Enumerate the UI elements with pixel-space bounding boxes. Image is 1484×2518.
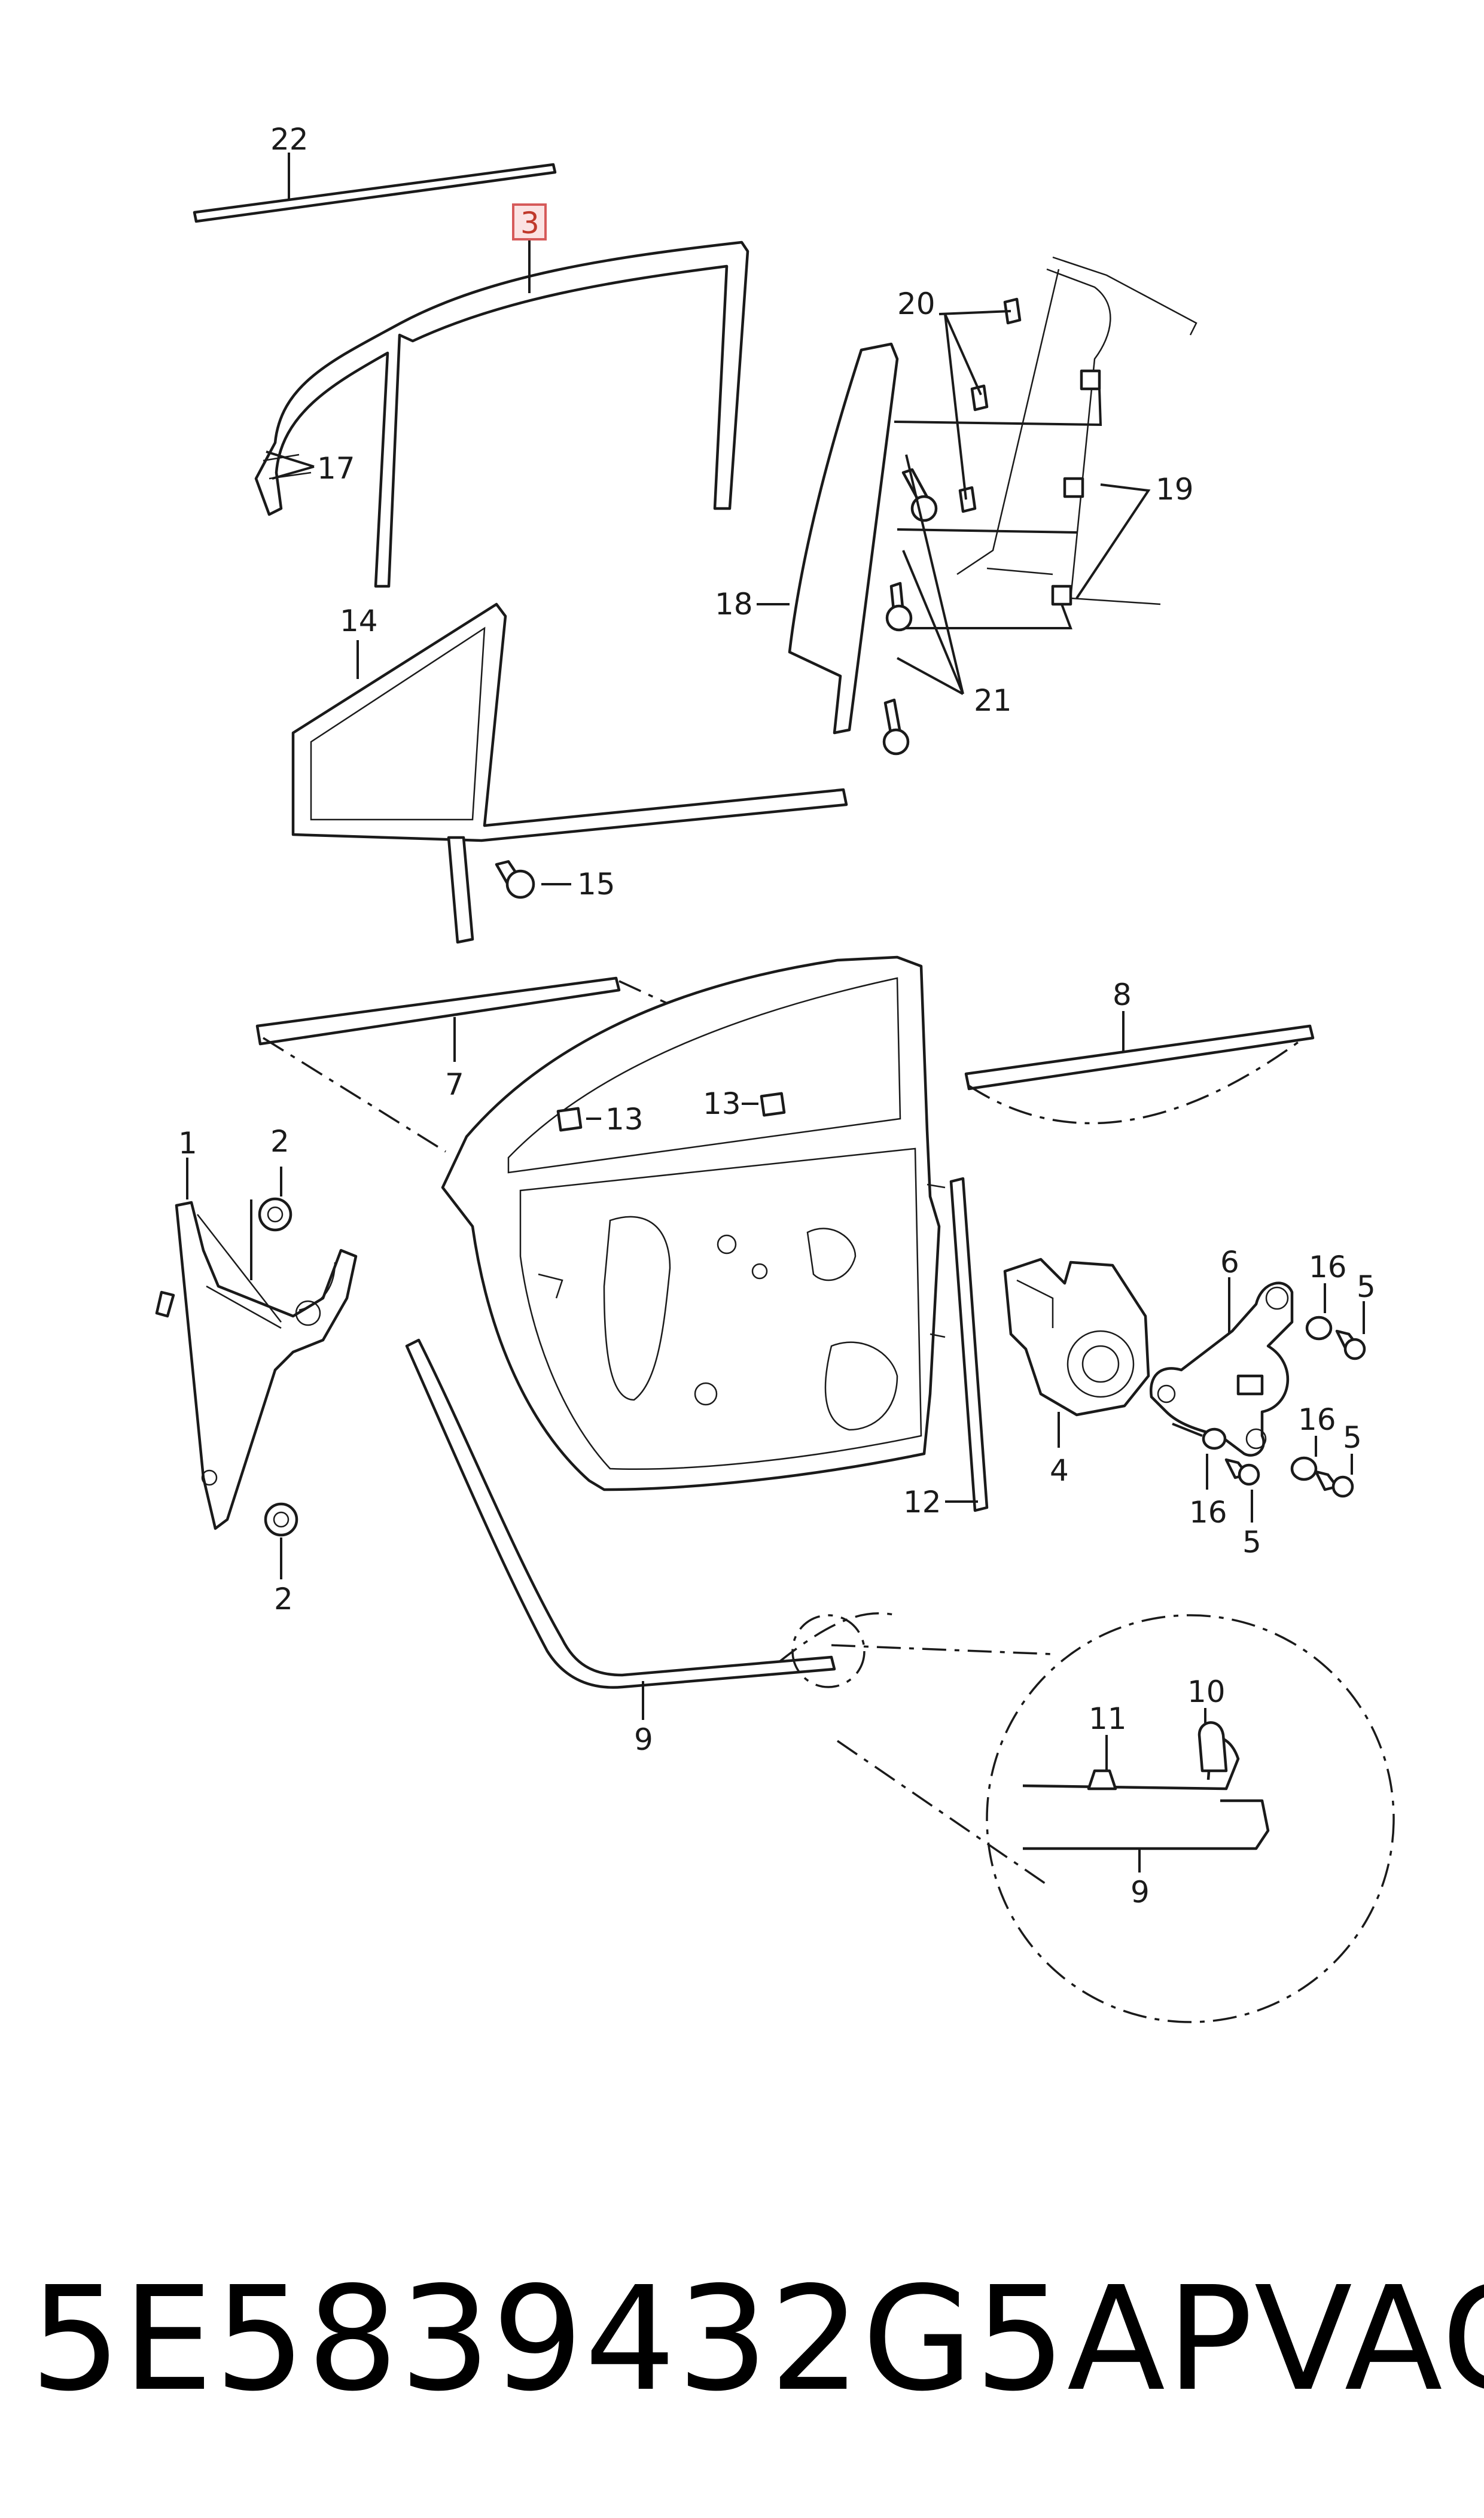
part-4-motor xyxy=(1003,1258,1150,1448)
callout-12: 12 xyxy=(903,1485,941,1520)
callout-19: 19 xyxy=(1156,472,1194,507)
callout-13-left: 13 xyxy=(605,1102,644,1137)
callout-13-right: 13 xyxy=(703,1086,741,1121)
callout-17: 17 xyxy=(317,451,355,486)
callout-21: 21 xyxy=(974,683,1012,718)
callout-4: 4 xyxy=(1050,1453,1069,1488)
part-22-trim-strip xyxy=(193,153,557,223)
callout-1: 1 xyxy=(178,1126,197,1161)
leader-17 xyxy=(266,450,315,480)
callout-5-top: 5 xyxy=(1357,1269,1376,1304)
callout-9-detail: 9 xyxy=(1130,1875,1150,1910)
callout-10: 10 xyxy=(1187,1674,1226,1709)
callout-2-bottom: 2 xyxy=(274,1582,293,1616)
part-13-clips xyxy=(556,1092,786,1132)
callout-11: 11 xyxy=(1089,1701,1127,1736)
part-14-quarter-glass xyxy=(291,602,848,944)
callout-16-mid: 16 xyxy=(1298,1402,1336,1437)
callout-9-main: 9 xyxy=(634,1722,653,1757)
callout-2-top: 2 xyxy=(270,1124,290,1159)
part-21-bolts xyxy=(882,454,964,756)
callout-5-mid: 5 xyxy=(1343,1420,1362,1455)
part-6-bracket xyxy=(1150,1277,1294,1457)
part-2-nuts xyxy=(250,1167,298,1579)
part-9-door-seal xyxy=(405,1338,836,1720)
part-16-washers-part-5-bolts xyxy=(1172,1283,1366,1523)
callout-8: 8 xyxy=(1113,978,1132,1012)
callout-5-bottom: 5 xyxy=(1242,1525,1261,1560)
callout-16-top: 16 xyxy=(1309,1250,1347,1284)
brand-name: VAG xyxy=(1254,2255,1484,2423)
callout-15: 15 xyxy=(577,867,615,902)
part-15-bolt xyxy=(495,860,571,899)
callout-16-bottom: 16 xyxy=(1189,1495,1227,1530)
callout-20: 20 xyxy=(897,287,936,321)
part-number: 5E5839432G5AP xyxy=(30,2255,1254,2423)
part-8-outer-seal xyxy=(964,1011,1315,1091)
detail-zoom xyxy=(791,1614,1395,2023)
part-1-regulator xyxy=(155,1158,358,1530)
part-12-guide-rail xyxy=(945,1177,989,1512)
callout-14: 14 xyxy=(340,604,378,638)
footer: 5E5839432G5AP VAG xyxy=(30,2249,1484,2429)
part-3-window-seal xyxy=(254,239,749,588)
callout-3-highlight xyxy=(512,203,547,240)
callout-18: 18 xyxy=(715,587,753,622)
callout-6: 6 xyxy=(1220,1245,1239,1280)
part-7-sill-seal xyxy=(255,976,621,1062)
part-18-pillar-trim xyxy=(757,342,899,735)
callout-7: 7 xyxy=(445,1067,464,1102)
door-shell xyxy=(441,955,946,1491)
callout-22: 22 xyxy=(270,122,309,157)
body-section-clips xyxy=(894,256,1197,629)
callout-3: 3 xyxy=(520,206,540,240)
